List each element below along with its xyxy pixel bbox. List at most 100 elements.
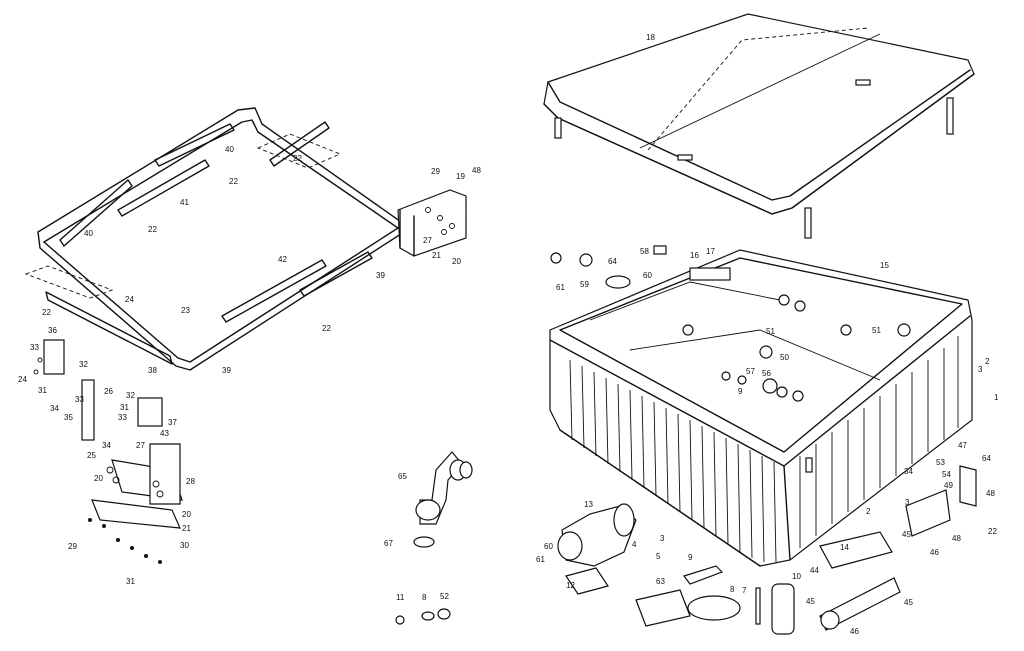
part-label-45: 45	[902, 530, 911, 539]
part-label-18: 18	[646, 33, 655, 42]
part-label-14: 14	[840, 543, 849, 552]
part-label-64: 64	[608, 257, 617, 266]
part-label-26: 26	[104, 387, 113, 396]
part-label-33: 33	[118, 413, 127, 422]
part-label-39: 39	[222, 366, 231, 375]
part-label-48: 48	[986, 489, 995, 498]
part-label-46: 46	[930, 548, 939, 557]
part-label-38: 38	[148, 366, 157, 375]
part-label-15: 15	[880, 261, 889, 270]
part-label-20: 20	[452, 257, 461, 266]
part-label-53: 53	[936, 458, 945, 467]
part-label-65: 65	[398, 472, 407, 481]
part-label-3: 3	[978, 365, 983, 374]
part-label-22: 22	[293, 154, 302, 163]
part-label-58: 58	[640, 247, 649, 256]
elbow-fitting	[395, 451, 473, 625]
spa-cover	[543, 13, 975, 239]
part-label-40: 40	[225, 145, 234, 154]
part-label-31: 31	[120, 403, 129, 412]
pump-assembly	[550, 245, 667, 595]
spa-tub-shell	[549, 249, 973, 567]
filter-and-heater	[635, 465, 977, 635]
part-label-17: 17	[706, 247, 715, 256]
part-label-3: 3	[905, 498, 910, 507]
part-label-57: 57	[746, 367, 755, 376]
bracket-hardware	[33, 339, 183, 564]
part-label-11: 11	[396, 593, 405, 602]
part-label-64: 64	[982, 454, 991, 463]
part-label-49: 49	[944, 481, 953, 490]
part-label-12: 12	[566, 581, 575, 590]
part-label-23: 23	[181, 306, 190, 315]
part-label-40: 40	[84, 229, 93, 238]
part-label-22: 22	[988, 527, 997, 536]
part-label-60: 60	[643, 271, 652, 280]
part-label-51: 51	[766, 327, 775, 336]
part-label-50: 50	[780, 353, 789, 362]
part-label-67: 67	[384, 539, 393, 548]
part-label-28: 28	[186, 477, 195, 486]
part-label-36: 36	[48, 326, 57, 335]
part-label-56: 56	[762, 369, 771, 378]
part-label-61: 61	[536, 555, 545, 564]
part-label-35: 35	[64, 413, 73, 422]
part-label-34: 34	[50, 404, 59, 413]
part-label-19: 19	[456, 172, 465, 181]
part-label-4: 4	[632, 540, 637, 549]
part-label-20: 20	[182, 510, 191, 519]
part-label-30: 30	[180, 541, 189, 550]
part-label-13: 13	[584, 500, 593, 509]
part-label-20: 20	[94, 474, 103, 483]
part-label-22: 22	[148, 225, 157, 234]
part-label-8: 8	[422, 593, 427, 602]
part-label-51: 51	[872, 326, 881, 335]
part-label-31: 31	[126, 577, 135, 586]
part-label-60: 60	[544, 542, 553, 551]
part-label-27: 27	[423, 236, 432, 245]
part-label-31: 31	[38, 386, 47, 395]
part-label-29: 29	[68, 542, 77, 551]
part-label-42: 42	[278, 255, 287, 264]
part-label-25: 25	[87, 451, 96, 460]
part-label-1: 1	[994, 393, 999, 402]
part-label-52: 52	[440, 592, 449, 601]
part-label-44: 44	[810, 566, 819, 575]
part-label-47: 47	[958, 441, 967, 450]
part-label-45: 45	[904, 598, 913, 607]
part-label-33: 33	[75, 395, 84, 404]
part-label-22: 22	[229, 177, 238, 186]
part-label-32: 32	[79, 360, 88, 369]
part-label-22: 22	[42, 308, 51, 317]
part-label-41: 41	[180, 198, 189, 207]
part-label-9: 9	[738, 387, 743, 396]
part-label-3: 3	[660, 534, 665, 543]
part-label-5: 5	[656, 552, 661, 561]
part-label-34: 34	[102, 441, 111, 450]
part-label-45: 45	[806, 597, 815, 606]
part-label-2: 2	[985, 357, 990, 366]
part-label-48: 48	[952, 534, 961, 543]
part-label-37: 37	[168, 418, 177, 427]
part-label-24: 24	[18, 375, 27, 384]
part-label-8: 8	[730, 585, 735, 594]
part-label-22: 22	[322, 324, 331, 333]
part-label-59: 59	[580, 280, 589, 289]
part-label-61: 61	[556, 283, 565, 292]
part-label-33: 33	[30, 343, 39, 352]
part-label-46: 46	[850, 627, 859, 636]
part-label-34: 34	[904, 467, 913, 476]
part-label-27: 27	[136, 441, 145, 450]
part-label-21: 21	[432, 251, 441, 260]
part-label-54: 54	[942, 470, 951, 479]
part-label-48: 48	[472, 166, 481, 175]
part-label-63: 63	[656, 577, 665, 586]
part-label-39: 39	[376, 271, 385, 280]
part-label-16: 16	[690, 251, 699, 260]
part-label-32: 32	[126, 391, 135, 400]
frame-assembly	[24, 107, 467, 371]
part-label-43: 43	[160, 429, 169, 438]
part-label-2: 2	[866, 507, 871, 516]
